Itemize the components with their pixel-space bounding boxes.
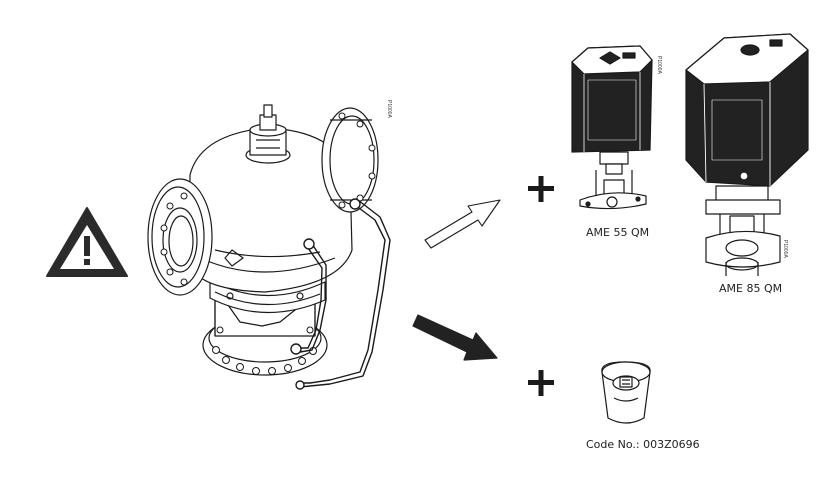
accessory-fitting [601, 361, 651, 424]
pressure-control-valve [147, 104, 391, 390]
ame55-drawing-id: P1000A [656, 56, 662, 74]
valve-middle-band [209, 279, 326, 314]
plus-icon [528, 370, 554, 396]
warning-triangle-icon [46, 207, 128, 277]
impulse-tube [290, 198, 391, 390]
label-ame55: AME 55 QM [586, 226, 650, 239]
actuator-ame85 [685, 33, 809, 276]
valve-drawing-id: P1000A [386, 100, 392, 118]
arrow-outline-icon [424, 199, 501, 249]
ame85-drawing-id: P1000A [782, 240, 788, 258]
arrow-filled-icon [412, 314, 498, 361]
valve-right-flange [321, 107, 379, 213]
valve-left-flange [147, 178, 213, 296]
label-ame85: AME 85 QM [719, 282, 783, 295]
valve-top-spindle [245, 104, 291, 164]
label-code-number: Code No.: 003Z0696 [586, 438, 700, 451]
plus-icon [528, 176, 554, 202]
actuator-ame55 [571, 45, 653, 210]
